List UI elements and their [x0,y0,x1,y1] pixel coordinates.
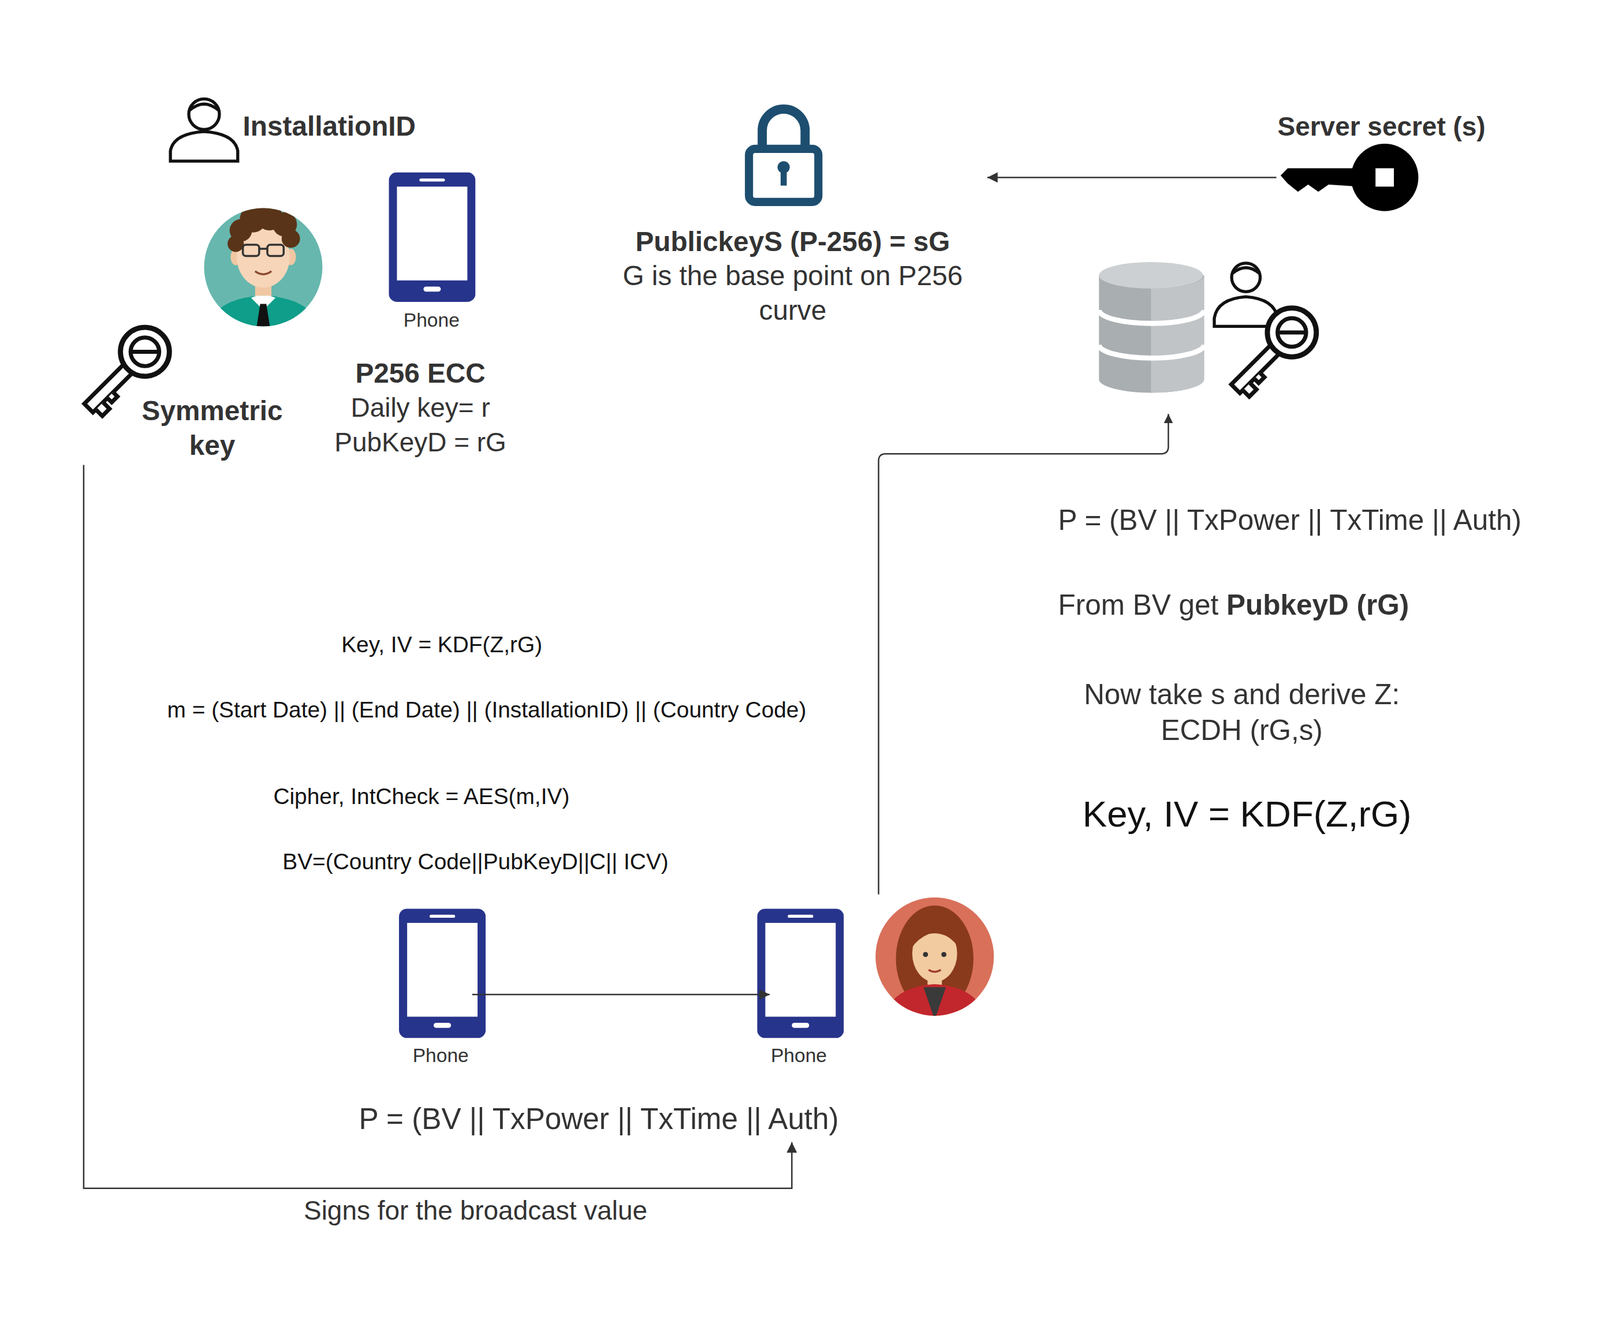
lock-icon [748,109,819,203]
server-key-icon [1280,168,1360,193]
user-icon [1231,263,1260,292]
man-avatar [203,295,323,337]
icon-node: Phone [770,907,830,1069]
node-text: G is the base point on P256 curve [603,258,982,328]
person-icon [170,131,238,162]
woman-avatar [911,919,960,949]
formula-text: Key, IV = KDF(Z,rG) [1082,791,1412,838]
edge-label: Signs for the broadcast value [299,1194,652,1228]
man-avatar [243,244,260,256]
node-text: Phone [412,1043,469,1069]
node-text: Phone [403,308,460,333]
woman-avatar [928,970,941,973]
key-icon [1218,297,1327,406]
man-avatar [255,303,272,337]
database-icon [1098,262,1204,393]
server-key-icon [1351,143,1419,212]
phone-icon [398,908,486,1039]
formula-text: m = (Start Date) || (End Date) || (Insta… [167,696,807,725]
node-text: Phone [770,1043,827,1069]
icon-node: InstallationID [165,97,419,144]
node-text: Server secret (s) [1277,110,1486,144]
database-icon [1098,275,1204,393]
formula-text: PubkeyD (rG) [1226,587,1409,624]
man-avatar [267,244,284,256]
flow-arrow [83,464,792,1189]
formula-text: P256 ECC [355,356,486,391]
phone-icon [388,172,476,302]
database-icon [1098,262,1203,289]
icon-node: P = (BV || TxPower || TxTime || Auth) [359,1101,842,1139]
database-icon [1098,344,1204,358]
user-icon [1214,263,1278,327]
person-icon [170,98,238,162]
formula-text: Now take s and derive Z: ECDH (rG,s) [1047,676,1437,749]
formula-text: BV=(Country Code||PubKeyD||C|| ICV) [282,848,669,877]
person-icon [189,103,219,111]
server-key-icon [1280,143,1419,212]
node-text: PublickeyS (P-256) = sG [635,224,950,260]
woman-avatar [883,905,986,1021]
man-avatar [227,235,244,252]
server-key-icon [1375,168,1394,188]
man-avatar [203,203,323,337]
formula-text: Cipher, IntCheck = AES(m,IV) [273,782,570,812]
flow-arrow [987,176,1277,179]
database-icon [1098,310,1204,324]
node-text: P = (BV || TxPower || TxTime || Auth) [359,1101,839,1139]
formula-text: From BV get [1058,587,1219,624]
lock-icon [748,148,819,203]
user-icon [1232,267,1260,274]
woman-avatar [923,987,946,1021]
formula-text: P = (BV || TxPower || TxTime || Auth) [1058,502,1522,539]
woman-avatar [941,952,947,958]
icon-node: Phone [403,171,462,333]
formula-text: Key, IV = KDF(Z,rG) [341,631,543,660]
icon-node: Phone [412,907,472,1069]
icon-node: PublickeyS (P-256) = sGG is the base poi… [603,99,984,328]
lock-icon [762,109,805,151]
man-avatar [259,247,268,251]
icon-node: Symmetric key [81,324,297,463]
person-icon [188,98,220,130]
woman-avatar [883,984,986,1021]
formula-text: Daily key= r [350,391,490,425]
icon-node: Server secret (s) [1277,110,1488,218]
flow-arrow [472,994,770,997]
formula-text: PubKeyD = rG [334,426,506,460]
woman-avatar [875,897,994,1021]
database-icon [1150,275,1204,393]
lock-icon [780,168,788,186]
man-avatar [255,271,272,275]
node-text: InstallationID [243,109,417,144]
woman-avatar [922,952,928,958]
phone-icon [756,908,844,1039]
man-avatar [203,203,323,337]
node-text: Symmetric key [130,393,294,463]
man-avatar [281,229,301,249]
